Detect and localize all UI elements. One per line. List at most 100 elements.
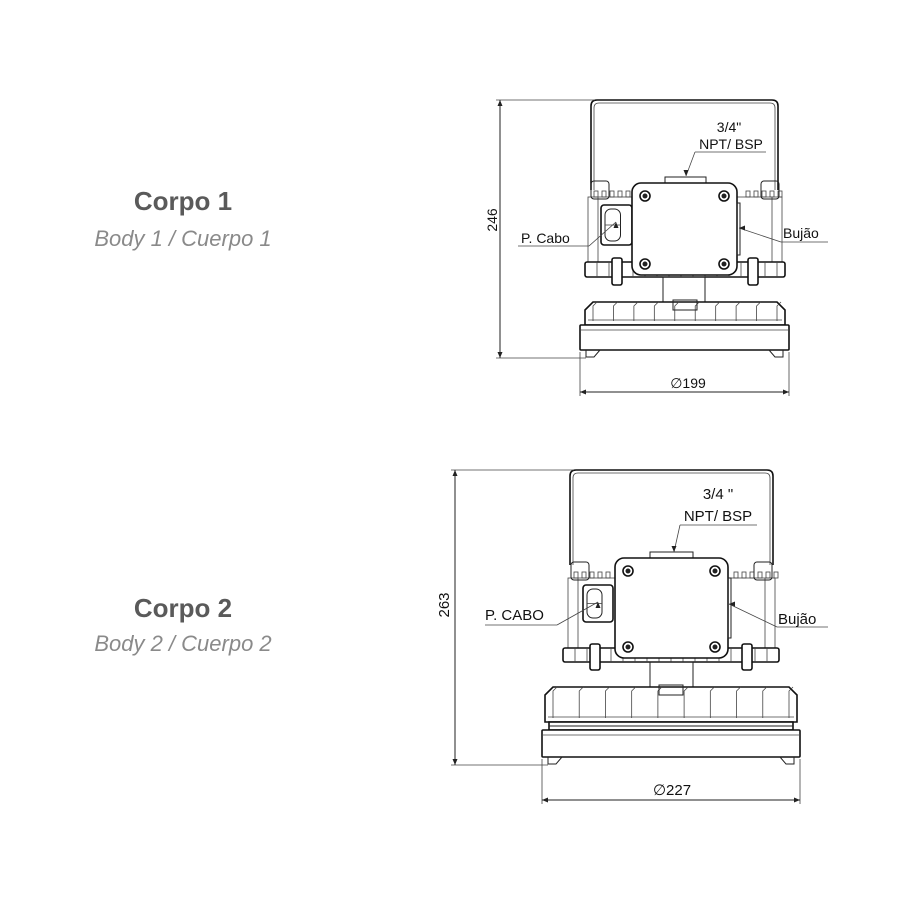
arrowhead bbox=[452, 759, 458, 765]
conduit-entry bbox=[664, 176, 707, 184]
heatsink-fin bbox=[592, 301, 598, 321]
screw-head bbox=[721, 193, 727, 199]
heatsink-fin bbox=[756, 301, 761, 321]
mounting-bracket bbox=[569, 469, 774, 565]
center-mount bbox=[672, 299, 698, 311]
center-mount bbox=[658, 684, 684, 696]
heatsink-fin bbox=[735, 301, 741, 321]
cooling-fin bbox=[605, 571, 611, 579]
heatsink-fin bbox=[605, 686, 610, 718]
leader-line bbox=[728, 603, 778, 628]
body-1-cable-gland-label: P. Cabo bbox=[521, 230, 570, 246]
heatsink bbox=[544, 686, 798, 723]
conduit-entry bbox=[649, 551, 694, 559]
mounting-lug-left bbox=[611, 257, 623, 286]
neck bbox=[662, 276, 706, 304]
cooling-fin bbox=[625, 190, 631, 198]
body-2-thread-size-label: 3/4 " bbox=[703, 486, 733, 503]
screw-head bbox=[712, 644, 718, 650]
arrowhead bbox=[542, 797, 548, 803]
leader-arrow bbox=[613, 222, 619, 228]
leader-line bbox=[738, 227, 782, 243]
leader-arrow bbox=[683, 170, 689, 176]
cooling-fin bbox=[777, 190, 783, 198]
arrowhead bbox=[497, 352, 503, 358]
body-2-subtitle: Body 2 / Cuerpo 2 bbox=[94, 631, 272, 656]
body-2-diameter-dimension: ∅227 bbox=[653, 782, 691, 799]
heatsink-fin bbox=[653, 301, 659, 321]
screw-head bbox=[721, 261, 727, 267]
heatsink-fin bbox=[776, 301, 782, 321]
mounting-bracket bbox=[590, 99, 779, 190]
cooling-fin bbox=[773, 571, 779, 579]
leader-line bbox=[556, 601, 599, 626]
leader-arrow bbox=[595, 602, 601, 608]
arrowhead bbox=[580, 389, 586, 395]
body-1-plug-label: Bujão bbox=[783, 225, 819, 241]
cooling-fin bbox=[593, 190, 599, 198]
bracket-clamp-left bbox=[570, 561, 590, 581]
mounting-bracket-inner bbox=[572, 472, 771, 565]
foot-right bbox=[779, 756, 795, 765]
mounting-lug-right bbox=[747, 257, 759, 286]
cooling-fin bbox=[589, 571, 595, 579]
heatsink-fin bbox=[694, 301, 700, 321]
heatsink-fin bbox=[715, 301, 720, 321]
cooling-fin bbox=[573, 571, 579, 579]
leader-arrow bbox=[739, 225, 745, 231]
plug bbox=[727, 577, 732, 639]
neck bbox=[649, 661, 694, 689]
cooling-fin bbox=[753, 190, 759, 198]
body-1-thread-size-label: 3/4" bbox=[717, 119, 741, 135]
arrowhead bbox=[794, 797, 800, 803]
bracket-clamp-left bbox=[590, 180, 610, 200]
lens-ring bbox=[579, 324, 790, 351]
heatsink-fin bbox=[657, 686, 663, 718]
body-2-height-dimension: 263 bbox=[436, 592, 453, 617]
cooling-fin bbox=[765, 571, 771, 579]
cooling-fin bbox=[733, 571, 739, 579]
heatsink-fin bbox=[578, 686, 584, 718]
body-2-drawing bbox=[451, 469, 828, 804]
cooling-fin bbox=[749, 571, 755, 579]
body-1-diameter-dimension: ∅199 bbox=[670, 375, 706, 391]
leader-arrow bbox=[729, 601, 735, 607]
bracket-clamp-right bbox=[753, 561, 773, 581]
mounting-bracket-inner bbox=[593, 102, 776, 190]
mounting-lug-left bbox=[589, 643, 601, 671]
lens-ring bbox=[541, 729, 801, 758]
foot-left bbox=[585, 349, 601, 358]
heatsink-fin bbox=[788, 686, 794, 718]
cooling-fin bbox=[769, 190, 775, 198]
leader-arrow bbox=[671, 546, 677, 552]
arrowhead bbox=[452, 470, 458, 476]
cooling-fin bbox=[761, 190, 767, 198]
body-1-thread-type-label: NPT/ BSP bbox=[699, 136, 763, 152]
heatsink bbox=[584, 301, 786, 326]
heatsink-fin bbox=[552, 686, 558, 718]
heatsink-fin bbox=[633, 301, 639, 321]
heatsink-fin bbox=[762, 686, 768, 718]
foot-left bbox=[547, 756, 563, 765]
body-2-title: Corpo 2 bbox=[133, 593, 233, 623]
heatsink-fin bbox=[683, 686, 689, 718]
body-1-title: Corpo 1 bbox=[133, 186, 233, 216]
cooling-fin bbox=[741, 571, 747, 579]
mounting-lug-right bbox=[741, 643, 753, 671]
heatsink-fin bbox=[631, 686, 636, 718]
plug bbox=[736, 202, 741, 256]
body-2-plug-label: Bujão bbox=[778, 611, 816, 628]
body-1-height-dimension: 246 bbox=[484, 208, 500, 232]
bracket-clamp-right bbox=[760, 180, 780, 200]
screw-head bbox=[712, 568, 718, 574]
heatsink-fin bbox=[613, 301, 618, 321]
heatsink-fin bbox=[709, 686, 715, 718]
screw-head bbox=[625, 568, 631, 574]
screw-head bbox=[642, 261, 648, 267]
arrowhead bbox=[783, 389, 789, 395]
arrowhead bbox=[497, 100, 503, 106]
cooling-fin bbox=[601, 190, 607, 198]
cooling-fin bbox=[745, 190, 751, 198]
cooling-fin bbox=[609, 190, 615, 198]
